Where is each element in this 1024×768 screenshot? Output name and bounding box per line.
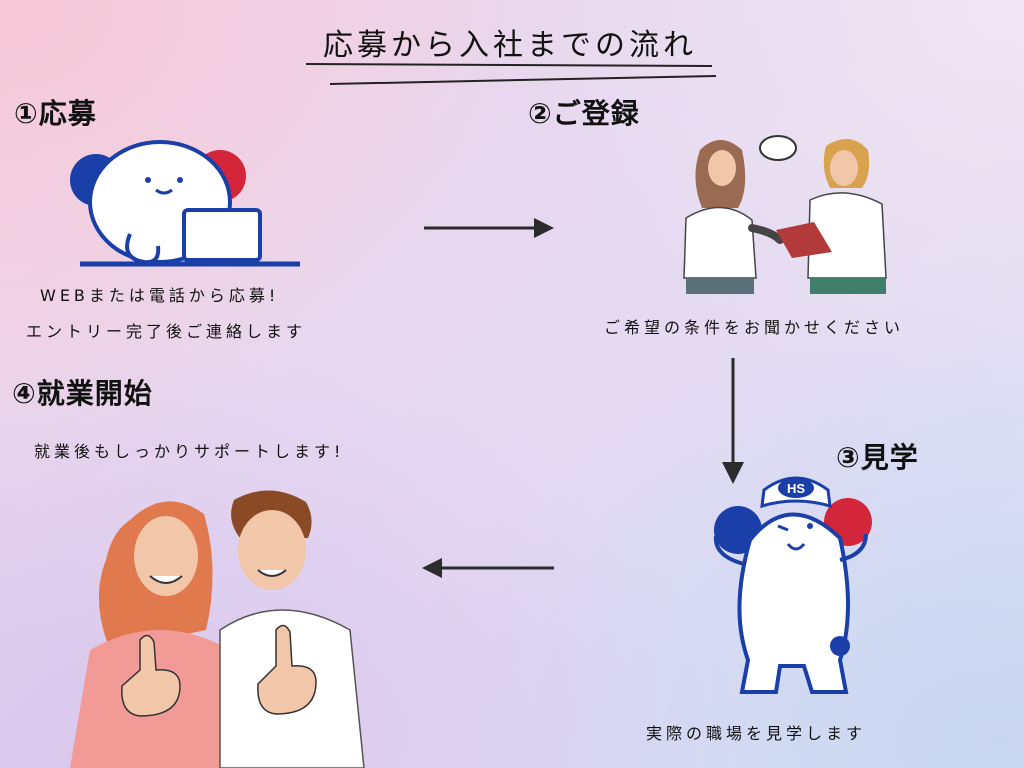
step-1-line-2: エントリー完了後ご連絡します (26, 322, 307, 341)
arrow-right-icon (424, 218, 554, 238)
step-2-heading: ②ご登録 (528, 97, 640, 130)
step-4-line-1: 就業後もしっかりサポートします! (34, 442, 345, 461)
arrow-left-icon (422, 558, 554, 578)
cap-label: HS (787, 481, 805, 496)
arrow-down-icon (722, 358, 744, 484)
step-4-heading: ④就業開始 (12, 377, 153, 410)
title-underline (305, 63, 717, 85)
step-3-line-1: 実際の職場を見学します (646, 724, 867, 743)
consultation-illustration (683, 135, 887, 294)
step-3-heading: ③見学 (836, 441, 919, 474)
page-title: 応募から入社までの流れ (323, 28, 697, 63)
couple-thumbs-up-illustration (70, 490, 365, 768)
mascot-cap-illustration: HS (713, 476, 872, 694)
step-2-line-1: ご希望の条件をお聞かせください (604, 318, 905, 337)
mascot-laptop-illustration (70, 140, 300, 267)
step-1-heading: ①応募 (14, 97, 97, 130)
step-1-line-1: WEBまたは電話から応募! (40, 286, 280, 305)
